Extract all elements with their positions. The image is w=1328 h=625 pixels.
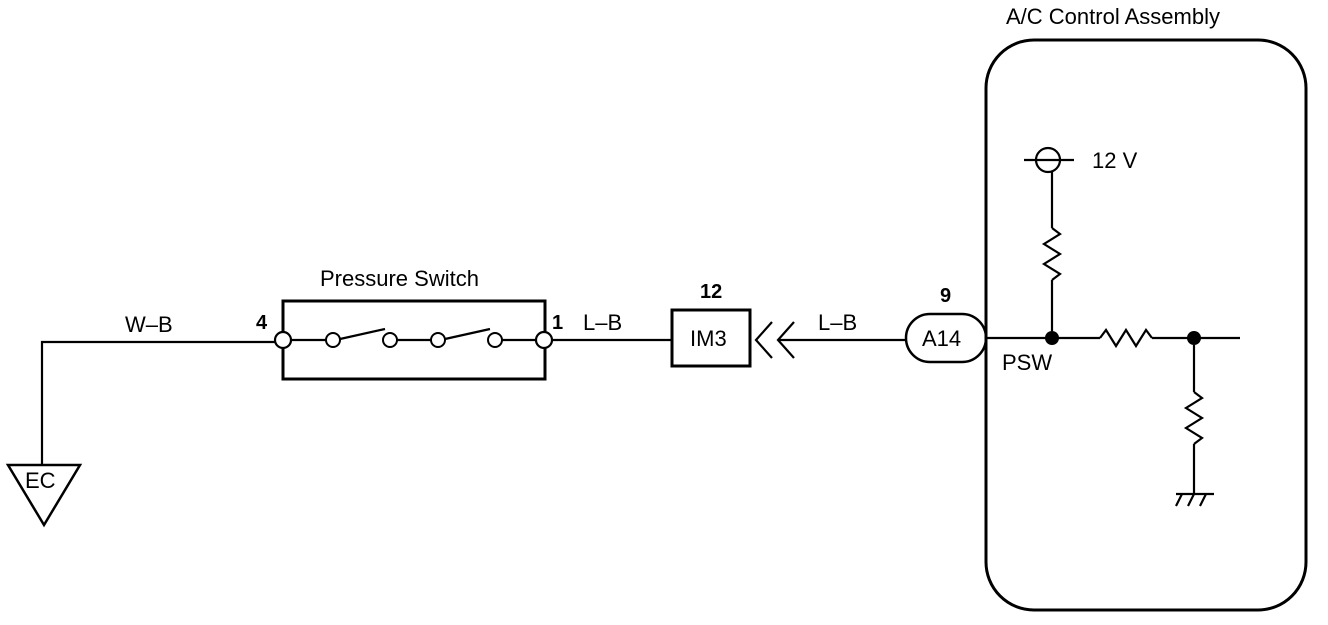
switch-terminal-1 — [534, 330, 554, 350]
assembly-title: A/C Control Assembly — [1006, 4, 1220, 29]
ground-ec-symbol: EC — [5, 340, 280, 528]
switch-pin-1: 1 — [552, 312, 563, 334]
switch-pin-4: 4 — [256, 312, 268, 334]
connector-a14-pin: 9 — [940, 285, 951, 307]
connector-im3-pin: 12 — [700, 281, 722, 303]
ground-ec-label: EC — [25, 468, 56, 493]
psw-terminal-label: PSW — [1002, 350, 1052, 375]
switch-terminal-4 — [273, 330, 293, 350]
connector-im3: IM3 12 — [670, 281, 795, 368]
pressure-switch-title: Pressure Switch — [320, 266, 479, 291]
wire-label-w-b: W–B — [125, 312, 173, 337]
connector-im3-label: IM3 — [690, 326, 727, 351]
ac-control-assembly: A/C Control Assembly PSW 12 V — [984, 4, 1308, 612]
connector-a14-label: A14 — [922, 326, 961, 351]
wire-label-l-b-right: L–B — [818, 310, 857, 335]
wire-label-l-b-middle: L–B — [583, 310, 622, 335]
output-node — [1187, 331, 1201, 345]
psw-node — [1045, 331, 1059, 345]
chassis-ground-icon — [1175, 492, 1214, 507]
supply-12v-label: 12 V — [1092, 148, 1138, 173]
connector-a14: A14 9 — [904, 285, 988, 364]
pressure-switch: Pressure Switch 4 1 — [256, 266, 563, 381]
